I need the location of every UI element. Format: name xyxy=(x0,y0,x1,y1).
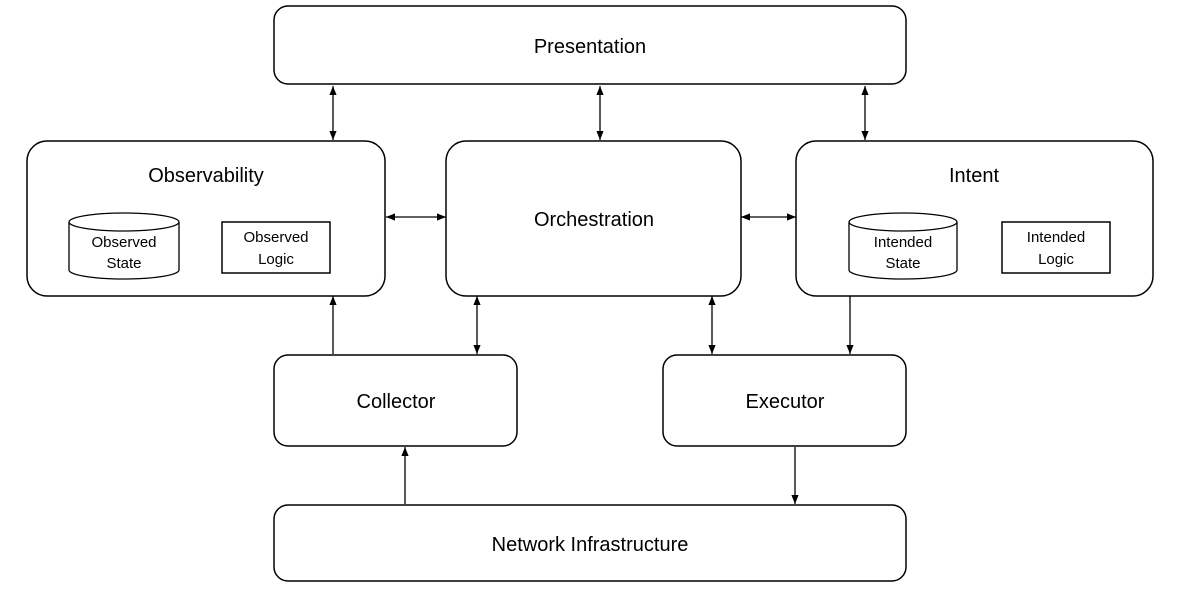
orchestration-label: Orchestration xyxy=(534,209,654,231)
intended-logic-line1: Intended xyxy=(1027,229,1085,246)
observed-state-line1: Observed xyxy=(91,234,156,251)
executor-label: Executor xyxy=(746,391,825,413)
observed-logic-box: Observed Logic xyxy=(221,221,331,274)
observed-state-database: Observed State xyxy=(68,212,180,280)
network-infrastructure-box: Network Infrastructure xyxy=(273,504,907,582)
intended-state-database: Intended State xyxy=(848,212,958,280)
observability-label: Observability xyxy=(148,165,264,187)
network-infrastructure-label: Network Infrastructure xyxy=(492,534,689,556)
observed-logic-line2: Logic xyxy=(258,251,294,268)
executor-box: Executor xyxy=(662,354,907,447)
presentation-label: Presentation xyxy=(534,36,646,58)
observed-logic-line1: Observed xyxy=(243,229,308,246)
observed-state-line2: State xyxy=(106,255,141,272)
presentation-box: Presentation xyxy=(273,5,907,85)
intended-state-line1: Intended xyxy=(874,234,932,251)
collector-box: Collector xyxy=(273,354,518,447)
intended-state-line2: State xyxy=(885,255,920,272)
connectors xyxy=(329,86,869,504)
intended-logic-line2: Logic xyxy=(1038,251,1074,268)
orchestration-box: Orchestration xyxy=(445,140,742,297)
intended-logic-box: Intended Logic xyxy=(1001,221,1111,274)
collector-label: Collector xyxy=(357,391,436,413)
intent-label: Intent xyxy=(949,165,999,187)
